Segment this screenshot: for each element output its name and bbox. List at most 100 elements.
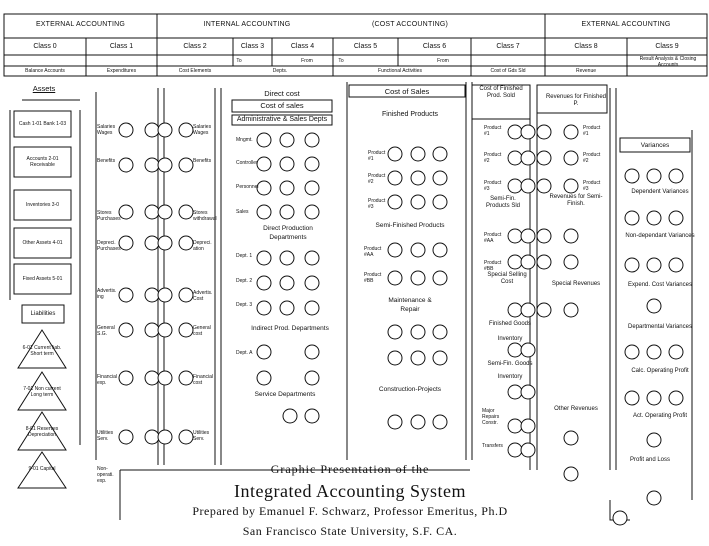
- account-node: [410, 350, 426, 366]
- direct-prod-depts: Direct Production Departments: [263, 225, 313, 241]
- account-node: [563, 430, 579, 446]
- asset-receivable: Accounts 2-01 Receivable: [26, 156, 59, 168]
- account-node: [624, 168, 640, 184]
- account-node: [410, 170, 426, 186]
- account-node: [279, 275, 295, 291]
- account-node: [256, 156, 272, 172]
- class1-label: Utilities Serv.: [97, 430, 114, 442]
- account-node: [507, 254, 523, 270]
- account-node: [563, 228, 579, 244]
- calc-operating-profit: Calc. Operating Profit: [631, 368, 689, 374]
- account-node: [646, 257, 662, 273]
- sub-balance: Balance Accounts: [25, 68, 65, 74]
- semi-fin-sold: Semi-Fin. Products Sld: [485, 196, 521, 209]
- account-node: [387, 324, 403, 340]
- account-node: [520, 342, 536, 358]
- account-node: [256, 132, 272, 148]
- account-node: [144, 122, 160, 138]
- account-node: [304, 156, 320, 172]
- account-node: [304, 344, 320, 360]
- dept-label: Sales: [236, 209, 249, 215]
- account-node: [520, 150, 536, 166]
- account-node: [432, 350, 448, 366]
- product-label: Product #2: [368, 173, 386, 185]
- account-node: [520, 302, 536, 318]
- prod-dept-label: Dept. 2: [236, 278, 253, 284]
- account-node: [178, 322, 194, 338]
- account-node: [304, 275, 320, 291]
- account-node: [410, 146, 426, 162]
- account-node: [304, 132, 320, 148]
- class-0: Class 0: [33, 43, 57, 50]
- account-node: [144, 235, 160, 251]
- class-7: Class 7: [496, 43, 520, 50]
- account-node: [624, 257, 640, 273]
- header-external-right: EXTERNAL ACCOUNTING: [581, 21, 671, 28]
- account-node: [410, 242, 426, 258]
- account-node: [178, 122, 194, 138]
- prod-dept-label: Dept. 3: [236, 302, 253, 308]
- account-node: [279, 204, 295, 220]
- account-node: [157, 157, 173, 173]
- class1-label: Advertis. ing: [97, 288, 117, 300]
- class-8: Class 8: [574, 43, 598, 50]
- class1-label: Stores Purchases: [97, 210, 121, 222]
- account-node: [178, 370, 194, 386]
- sub-functional: Functional Activities: [378, 68, 422, 74]
- dependent-variances: Dependent Variances: [631, 189, 689, 195]
- direct-cost-title: Direct cost: [264, 89, 300, 98]
- dept-label: Controller: [236, 160, 258, 166]
- account-node: [387, 414, 403, 430]
- title-line-2: Integrated Accounting System: [234, 481, 466, 501]
- account-node: [157, 287, 173, 303]
- account-node: [256, 300, 272, 316]
- account-node: [256, 275, 272, 291]
- account-node: [520, 442, 536, 458]
- account-node: [410, 324, 426, 340]
- account-node: [144, 429, 160, 445]
- account-node: [536, 302, 552, 318]
- account-node: [118, 370, 134, 386]
- account-node: [520, 228, 536, 244]
- account-node: [256, 180, 272, 196]
- class8-product-label: Product #1: [583, 125, 601, 137]
- inventory-2: Inventory: [497, 374, 523, 380]
- account-node: [432, 242, 448, 258]
- expend-cost-variances: Expend. Cost Variances: [628, 282, 692, 288]
- class1-label: Depreci. Purchases: [97, 240, 121, 252]
- product-label: Product #BB: [364, 272, 382, 284]
- sub-to1: To: [236, 58, 242, 64]
- account-node: [387, 270, 403, 286]
- special-revenues: Special Revenues: [551, 281, 601, 287]
- account-node: [646, 168, 662, 184]
- account-node: [563, 302, 579, 318]
- profit-and-loss: Profit and Loss: [629, 457, 671, 463]
- major-repairs: Major Repairs Constr.: [482, 408, 500, 426]
- variances-title: Variances: [640, 142, 670, 149]
- service-depts: Service Departments: [254, 391, 316, 398]
- cost-finished-sold: Cost of Finished Prod. Sold: [479, 86, 523, 99]
- account-node: [304, 370, 320, 386]
- class2-label: Advertis. Cost: [193, 290, 213, 302]
- account-node: [118, 204, 134, 220]
- account-node: [387, 242, 403, 258]
- account-node: [646, 432, 662, 448]
- account-node: [507, 124, 523, 140]
- inventory-1: Inventory: [497, 336, 523, 342]
- account-node: [118, 322, 134, 338]
- account-node: [157, 204, 173, 220]
- account-node: [536, 150, 552, 166]
- class2-label: Stores withdrawal: [193, 210, 217, 222]
- account-node: [646, 344, 662, 360]
- account-node: [520, 124, 536, 140]
- sub-depts: Depts.: [272, 68, 288, 74]
- cost-of-sales-title: Cost of Sales: [384, 87, 430, 96]
- account-node: [668, 257, 684, 273]
- account-node: [624, 390, 640, 406]
- account-node: [410, 414, 426, 430]
- class2-label: General cost: [193, 325, 211, 337]
- account-node: [646, 490, 662, 506]
- asset-cash: Cash 1-01 Bank 1-03: [18, 121, 67, 127]
- class-3: Class 3: [240, 43, 265, 50]
